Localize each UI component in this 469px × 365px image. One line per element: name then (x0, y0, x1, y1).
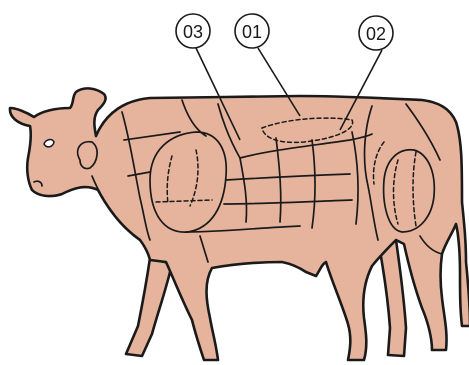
cow-illustration (10, 88, 469, 360)
callout-01: 01 (235, 14, 269, 48)
callout-label-01: 01 (242, 22, 262, 42)
callout-label-02: 02 (366, 24, 386, 44)
eye (44, 140, 54, 147)
callout-02: 02 (359, 16, 393, 50)
callout-03: 03 (176, 14, 210, 48)
far-front-leg (126, 258, 172, 356)
callout-label-03: 03 (183, 22, 203, 42)
far-hind-leg (378, 240, 406, 356)
